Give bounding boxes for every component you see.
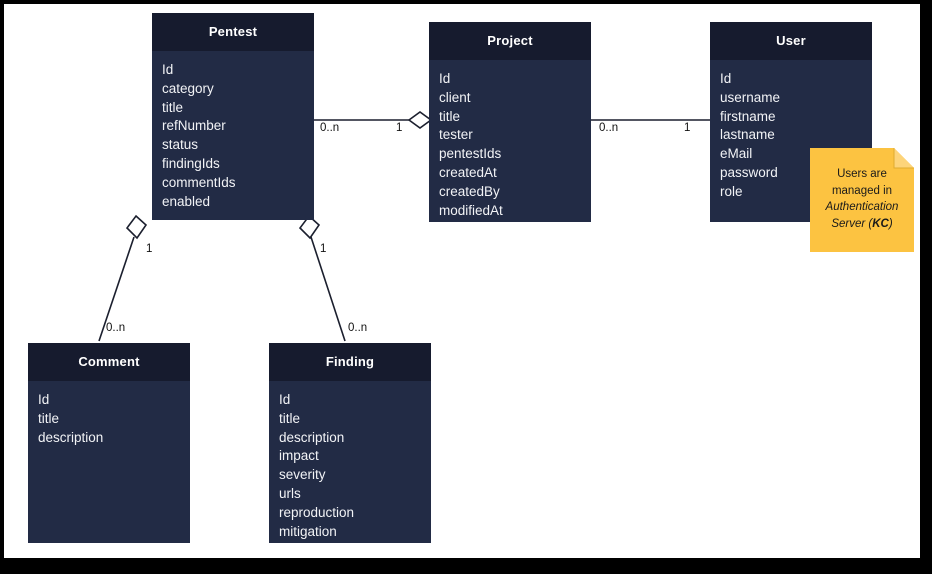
attribute: createdAt [439,164,497,180]
attribute: Id [279,392,291,407]
note-line-4-bold: KC [872,217,889,230]
class-title-user: User [710,22,872,60]
attribute: createdBy [439,183,500,199]
class-attributes-project: Id client title tester pentestIds create… [429,60,591,220]
multiplicity-pentest-comment-source: 1 [146,243,153,255]
attribute: lastname [720,127,775,143]
attribute: description [38,429,104,445]
attribute: severity [279,467,326,483]
attribute: client [439,89,471,105]
attribute: reproduction [279,504,355,520]
sticky-note-text: Users are managed in Authentication Serv… [820,166,904,232]
class-title-finding: Finding [269,343,431,381]
class-attributes-finding: Id title description impact severity url… [269,381,431,541]
multiplicity-pentest-project-target: 1 [396,122,403,134]
note-line-2: managed in [831,184,893,197]
attribute: Id [720,71,732,86]
multiplicity-project-user-source: 0..n [599,122,619,134]
attribute: password [720,164,778,180]
attribute: commentIds [162,174,236,190]
class-box-comment[interactable]: Comment Id title description [28,343,190,543]
multiplicity-pentest-comment-target: 0..n [106,322,126,334]
attribute: impact [279,448,319,464]
attribute: Id [439,71,451,86]
note-line-3: Authentication [825,201,899,213]
edge-pentest-finding[interactable] [298,214,346,342]
class-attributes-user: Id username firstname lastname eMail pas… [710,60,872,202]
class-attributes-pentest: Id category title refNumber status findi… [152,51,314,211]
attribute: Id [162,62,174,77]
multiplicity-project-user-target: 1 [684,122,691,134]
sticky-note-user[interactable]: Users are managed in Authentication Serv… [810,148,914,252]
attribute: description [279,429,345,445]
attribute: tester [439,127,473,143]
note-line-4-suffix: ) [888,217,893,230]
attribute: category [162,80,214,96]
attribute: enabled [162,193,211,209]
attribute: mitigation [279,523,337,539]
multiplicity-pentest-finding-target: 0..n [348,322,368,334]
sticky-note-shape [810,148,914,252]
attribute: firstname [720,108,776,124]
attribute: pentestIds [439,146,502,162]
class-title-comment: Comment [28,343,190,381]
attribute: title [439,108,461,124]
class-title-project: Project [429,22,591,60]
attribute: title [279,410,301,426]
attribute: title [38,410,60,426]
attribute: Id [38,392,50,407]
attribute: username [720,89,781,105]
attribute: status [162,137,199,153]
attribute: modifiedAt [439,202,503,218]
class-box-project[interactable]: Project Id client title tester pentestId… [429,22,591,222]
aggregation-diamond-project [407,111,433,129]
class-title-pentest: Pentest [152,13,314,51]
note-line-4-prefix: Server ( [831,217,873,230]
attribute: findingIds [162,155,220,171]
aggregation-diamond-pentest-comment [125,214,148,240]
diagram-paper: 0..n 1 0..n 1 1 0..n 1 0..n Pentest Id c… [4,4,920,558]
multiplicity-pentest-project-source: 0..n [320,122,340,134]
attribute: refNumber [162,118,226,134]
attribute: title [162,99,184,115]
attribute: urls [279,485,301,501]
attribute: role [720,183,743,199]
multiplicity-pentest-finding-source: 1 [320,243,327,255]
attribute: eMail [720,146,753,162]
class-attributes-comment: Id title description [28,381,190,447]
class-box-pentest[interactable]: Pentest Id category title refNumber stat… [152,13,314,220]
note-line-1: Users are [837,168,887,180]
class-box-finding[interactable]: Finding Id title description impact seve… [269,343,431,543]
